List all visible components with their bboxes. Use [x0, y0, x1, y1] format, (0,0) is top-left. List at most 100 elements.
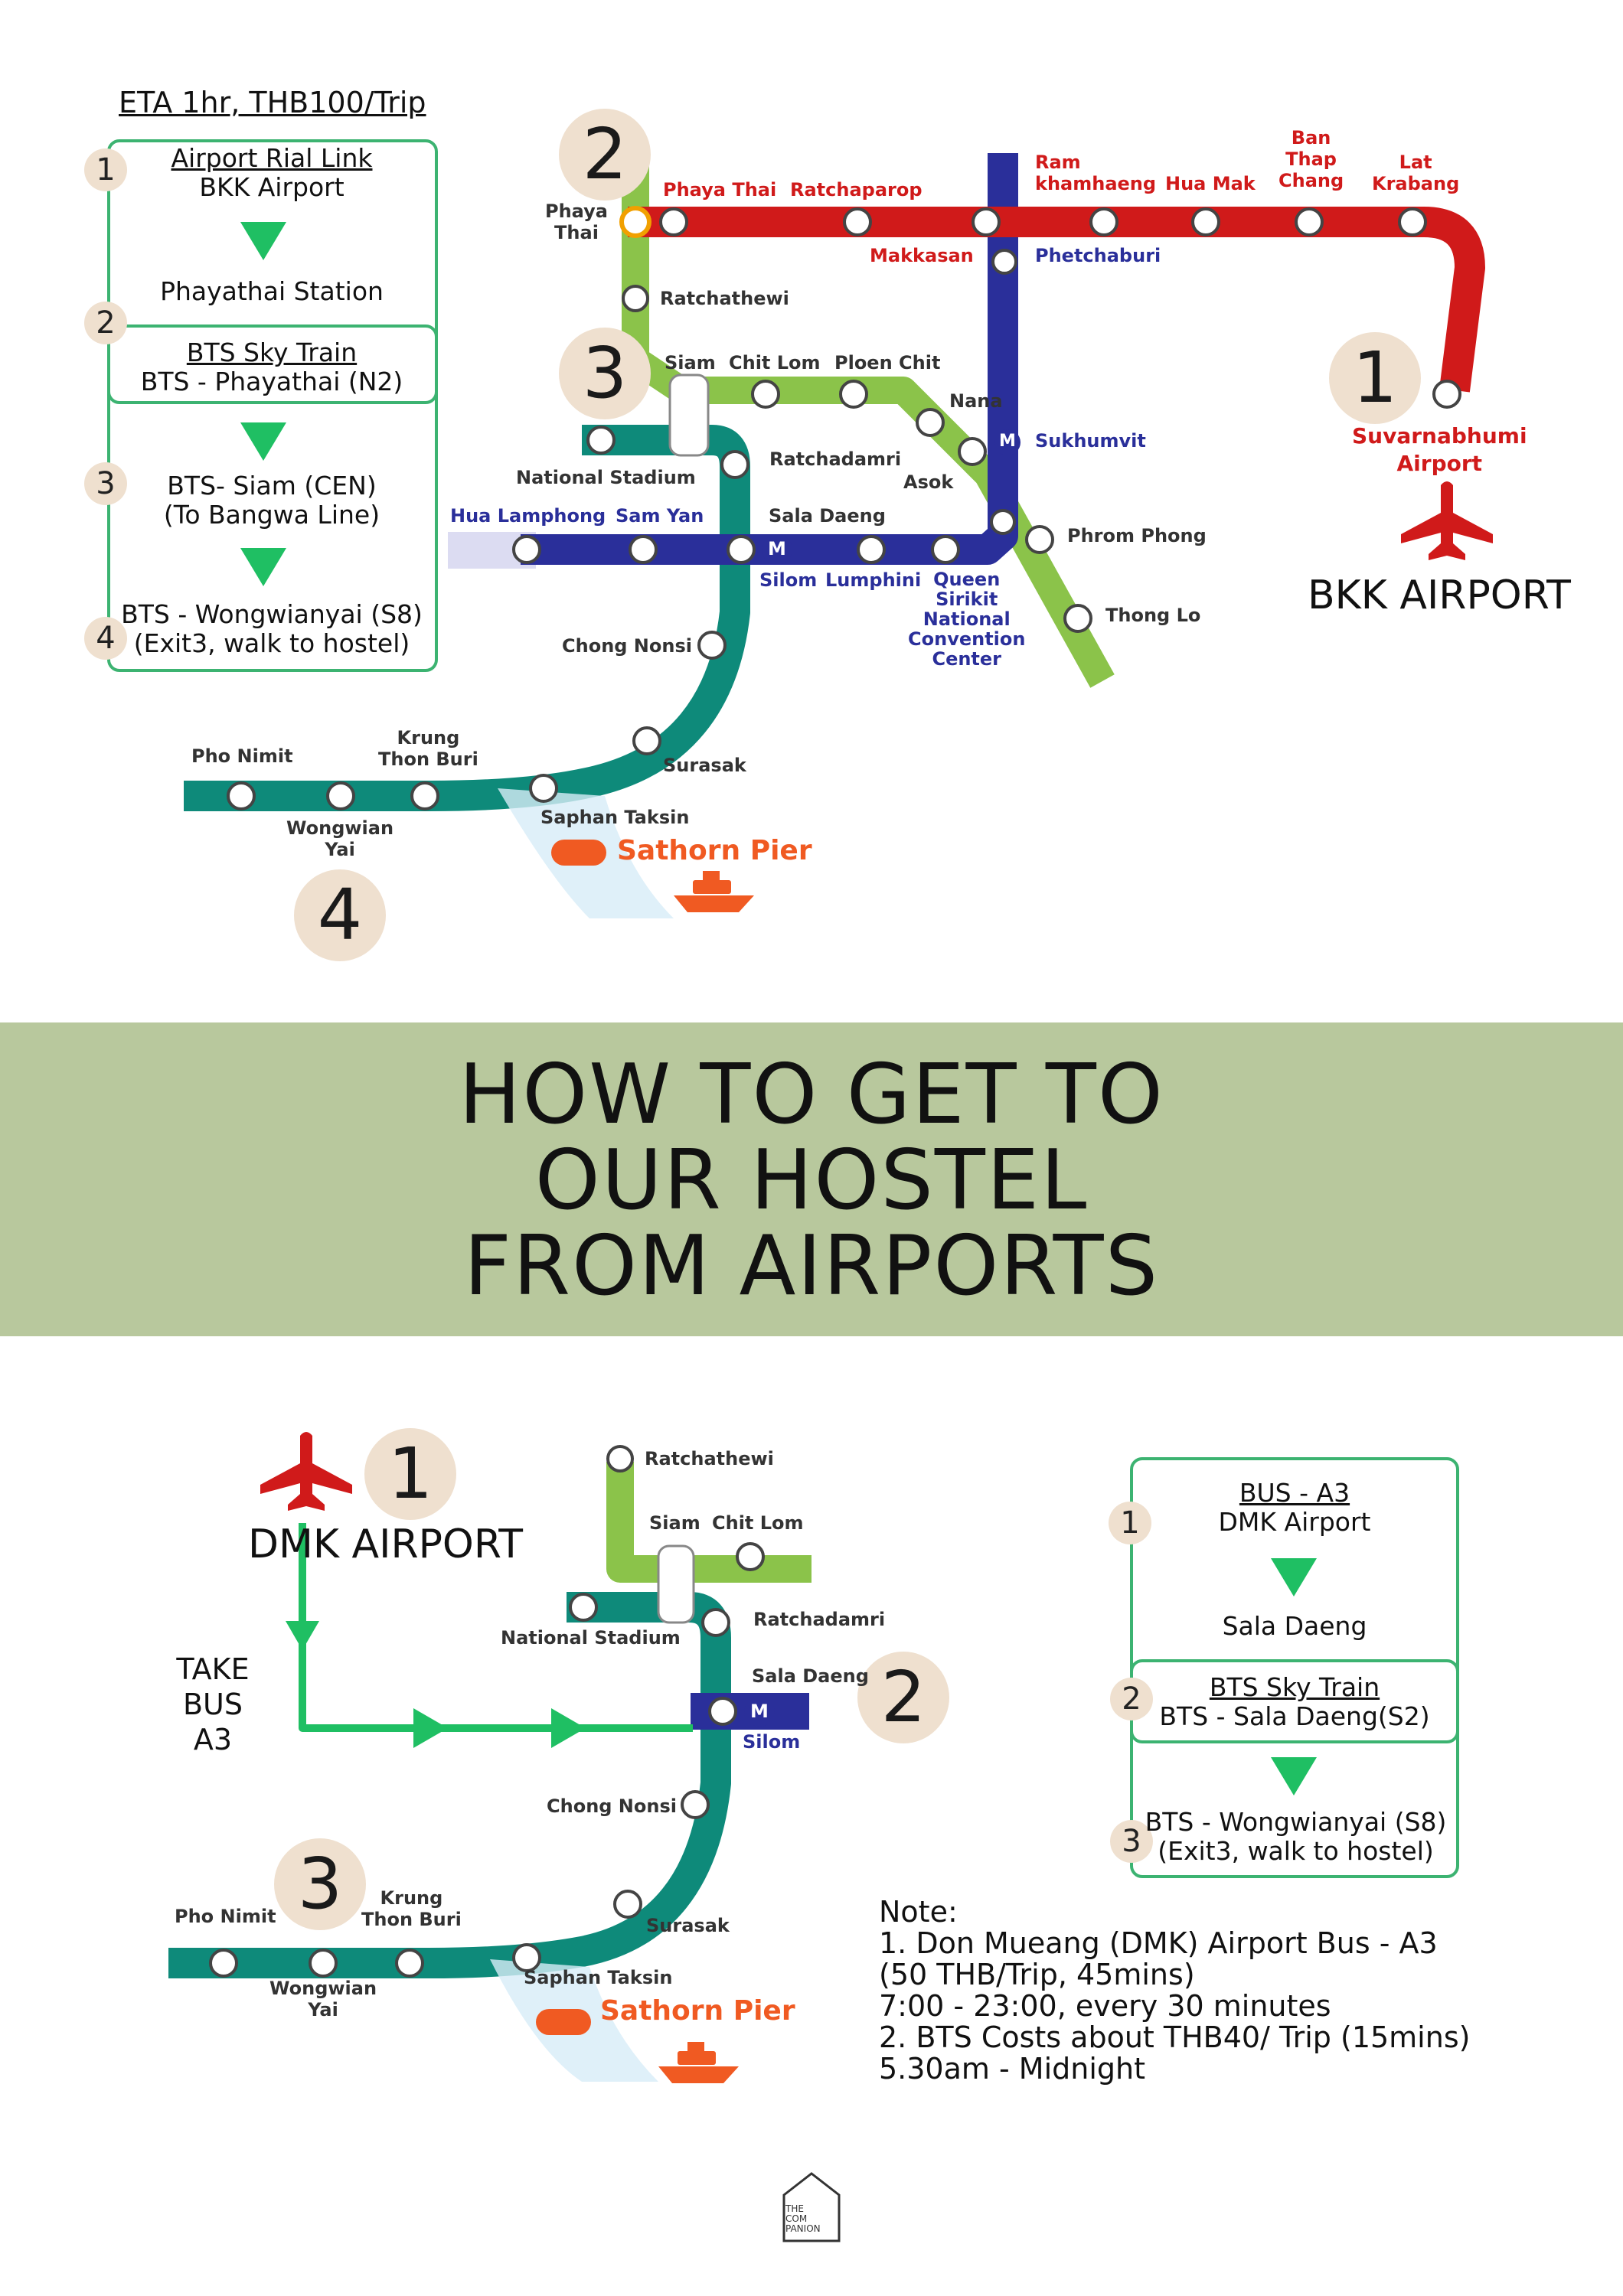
map-number-2: 2	[559, 109, 651, 201]
label-ratchathewi: Ratchathewi	[660, 288, 789, 309]
label-siam: Siam	[665, 352, 716, 373]
dmk-step-2-title: BTS Sky Train	[1209, 1672, 1380, 1702]
label-phrom-phong: Phrom Phong	[1067, 525, 1207, 546]
arrow-down-icon	[240, 222, 286, 260]
pier-pill	[551, 840, 606, 866]
label-queen-sirikit: Queen Sirikit National Convention Center	[908, 569, 1026, 670]
dmk-step-1-text: BUS - A3 DMK Airport	[1145, 1479, 1444, 1537]
boat-icon	[674, 871, 754, 912]
arrow-right-icon	[551, 1708, 586, 1748]
step-4-line1: BTS - Wongwianyai (S8)	[121, 599, 423, 629]
label-wongwian-yai: Wongwian Yai	[286, 817, 394, 860]
map-number-1: 1	[364, 1428, 456, 1520]
airplane-icon	[260, 1432, 352, 1511]
step-1-title: Airport Rial Link	[171, 143, 373, 173]
label-pho-nimit: Pho Nimit	[191, 745, 293, 767]
station-pho-nimit	[227, 781, 256, 810]
label-sala-daeng: Sala Daeng	[769, 505, 886, 527]
label-wongwian-yai: Wongwian Yai	[269, 1978, 377, 2020]
step-1-line2: BKK Airport	[199, 172, 345, 202]
page-title: HOW TO GET TO OUR HOSTEL FROM AIRPORTS	[459, 1047, 1164, 1314]
station-chit-lom	[751, 380, 780, 409]
airplane-icon	[1401, 481, 1493, 560]
label-phaya-thai: Phaya Thai	[545, 201, 608, 243]
arrow-down-icon	[1271, 1558, 1317, 1596]
step-badge-2: 2	[1110, 1678, 1153, 1720]
station-lumphini	[857, 535, 886, 564]
label-krung-thon-buri: Krung Thon Buri	[361, 1887, 462, 1930]
boat-icon	[658, 2042, 739, 2083]
station-chit-lom	[736, 1542, 765, 1571]
dmk-airport-label: DMK AIRPORT	[248, 1521, 523, 1567]
station-phaya-thai-red	[659, 207, 688, 236]
arrow-down-icon	[286, 1621, 319, 1650]
step-badge-4: 4	[84, 617, 127, 660]
map-number-1: 1	[1329, 332, 1421, 424]
station-hua-lamphong	[512, 535, 541, 564]
arrow-down-icon	[240, 422, 286, 461]
label-sala-daeng: Sala Daeng	[752, 1665, 869, 1687]
label-sam-yan: Sam Yan	[616, 505, 704, 527]
logo-text: THE COM PANION	[785, 2203, 821, 2234]
label-saphan-taksin: Saphan Taksin	[524, 1967, 673, 1988]
dmk-step-3-line2: (Exit3, walk to hostel)	[1158, 1836, 1434, 1866]
phayathai-station-label: Phayathai Station	[160, 276, 384, 306]
arrow-down-icon	[1271, 1757, 1317, 1795]
station-phrom-phong	[1025, 525, 1054, 554]
step-1-text: Airport Rial Link BKK Airport	[122, 144, 421, 202]
pier-pill	[536, 2009, 591, 2035]
label-sukhumvit: Sukhumvit	[1035, 430, 1146, 452]
station-makkasan	[972, 207, 1001, 236]
label-ploen-chit: Ploen Chit	[834, 352, 941, 373]
metro-m-label: M	[768, 538, 786, 559]
label-phetchaburi: Phetchaburi	[1035, 245, 1161, 266]
step-badge-3: 3	[1110, 1820, 1153, 1863]
station-wongwian-yai	[309, 1949, 338, 1978]
station-national-stadium	[586, 426, 616, 455]
label-lumphini: Lumphini	[825, 569, 922, 591]
label-ratchathewi: Ratchathewi	[645, 1448, 774, 1469]
route-box-outer	[107, 139, 438, 672]
station-lat-krabang	[1398, 207, 1427, 236]
station-suvarnabhumi	[1432, 380, 1461, 409]
station-silom	[727, 535, 756, 564]
title-banner	[0, 1022, 1623, 1336]
arrow-down-icon	[240, 548, 286, 586]
dmk-step-3-text: BTS - Wongwianyai (S8) (Exit3, walk to h…	[1141, 1808, 1451, 1866]
label-thong-lo: Thong Lo	[1105, 605, 1201, 626]
label-ram-khamhaeng: Ram khamhaeng	[1035, 152, 1157, 194]
route-box-bts	[107, 325, 438, 404]
label-chong-nonsi: Chong Nonsi	[547, 1795, 677, 1817]
station-ratchadamri	[720, 450, 749, 479]
note-text: Note: 1. Don Mueang (DMK) Airport Bus - …	[879, 1895, 1471, 2086]
station-pho-nimit	[209, 1949, 238, 1978]
dmk-step-1-title: BUS - A3	[1239, 1478, 1350, 1508]
station-surasak	[632, 726, 661, 755]
label-suvarnabhumi: Suvarnabhumi Airport	[1352, 423, 1527, 476]
step-badge-3: 3	[84, 462, 127, 505]
step-2-line2: BTS - Phayathai (N2)	[140, 367, 403, 396]
bkk-airport-label: BKK AIRPORT	[1308, 572, 1571, 618]
label-asok: Asok	[903, 471, 954, 493]
label-national-stadium: National Stadium	[501, 1627, 681, 1649]
label-chit-lom: Chit Lom	[712, 1512, 804, 1534]
step-badge-2: 2	[84, 302, 127, 344]
map-number-3: 3	[559, 328, 651, 419]
station-sukhumvit	[958, 437, 987, 466]
house-logo-icon	[782, 2172, 841, 2242]
station-ban-thap-chang	[1295, 207, 1324, 236]
station-chong-nonsi	[697, 631, 727, 660]
metro-m-label: M	[750, 1701, 769, 1722]
label-phaya-thai-red: Phaya Thai	[663, 179, 777, 201]
step-4-line2: (Exit3, walk to hostel)	[133, 628, 410, 658]
take-bus-label: TAKE BUS A3	[176, 1652, 250, 1756]
station-hua-mak	[1191, 207, 1220, 236]
label-silom: Silom	[759, 569, 818, 591]
step-badge-1: 1	[1109, 1502, 1151, 1544]
station-surasak	[613, 1890, 642, 1919]
station-phetchaburi	[991, 249, 1017, 275]
station-ratchadamri	[701, 1608, 730, 1637]
station-ratchathewi	[606, 1445, 634, 1473]
station-chong-nonsi	[681, 1790, 710, 1819]
dmk-step-2-text: BTS Sky Train BTS - Sala Daeng(S2)	[1145, 1673, 1444, 1731]
